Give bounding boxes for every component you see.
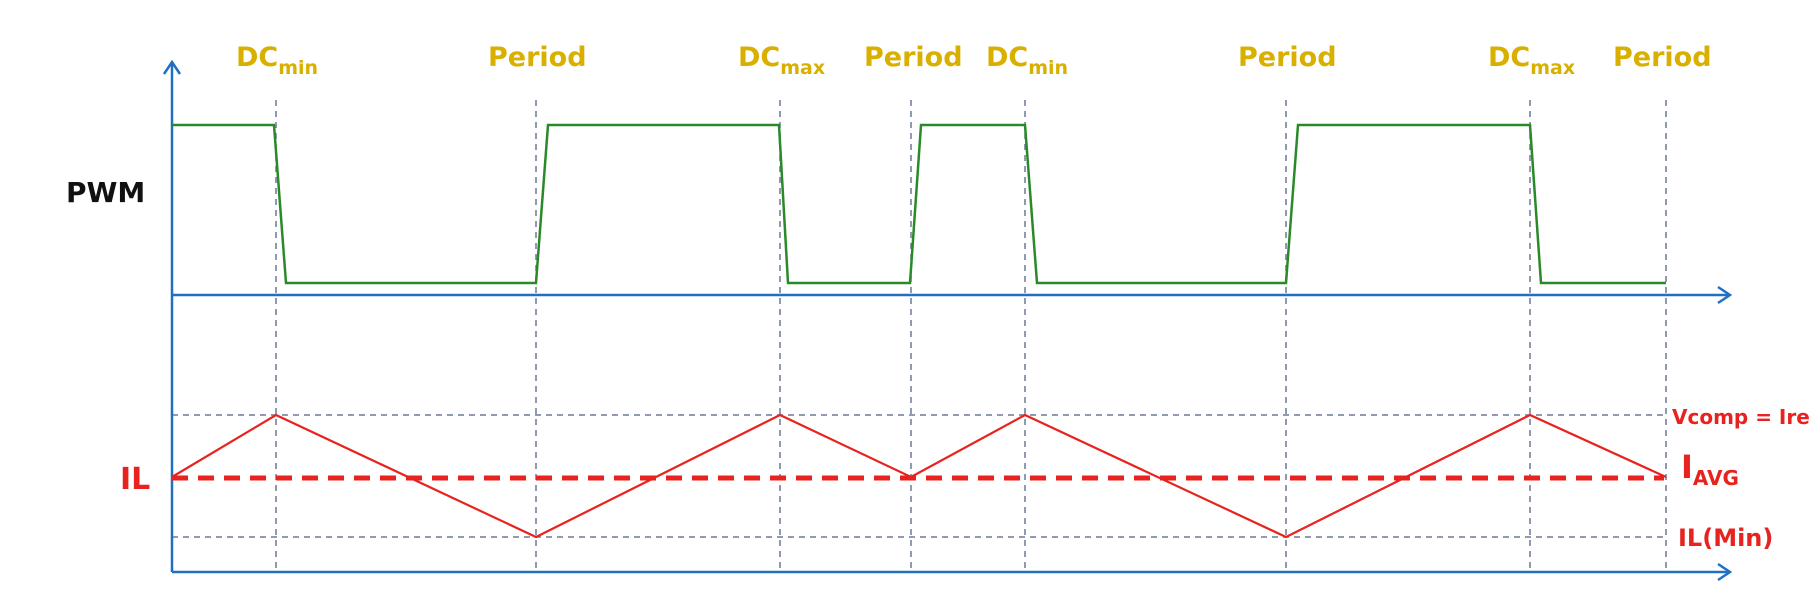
pwm-label: PWM bbox=[66, 176, 145, 209]
il-time-axis-arrow bbox=[1717, 562, 1733, 582]
event-label-dcmax-2: DCmax bbox=[1488, 42, 1575, 79]
event-label-period-1: Period bbox=[488, 42, 587, 73]
y-axis-arrow bbox=[162, 59, 182, 75]
level-guides bbox=[172, 414, 1666, 538]
il-waveform bbox=[171, 413, 1667, 539]
axes bbox=[162, 59, 1733, 582]
vcomp-label: Vcomp = Iref bbox=[1672, 405, 1809, 429]
event-label-period-2: Period bbox=[864, 42, 963, 73]
event-label-period-4: Period bbox=[1613, 42, 1712, 73]
event-label-dcmax-1: DCmax bbox=[738, 42, 825, 79]
ilmin-label: IL(Min) bbox=[1678, 524, 1773, 552]
event-label-dcmin-1: DCmin bbox=[236, 42, 318, 79]
pwm-waveform bbox=[172, 123, 1666, 285]
event-label-period-3: Period bbox=[1238, 42, 1337, 73]
event-label-dcmin-2: DCmin bbox=[986, 42, 1068, 79]
event-labels: DCmin Period DCmax Period DCmin Period D… bbox=[236, 42, 1712, 79]
pwm-time-axis-arrow bbox=[1717, 285, 1733, 305]
event-guides bbox=[275, 100, 1667, 572]
il-label: IL bbox=[120, 462, 150, 497]
iavg-label: IAVG bbox=[1681, 448, 1739, 490]
